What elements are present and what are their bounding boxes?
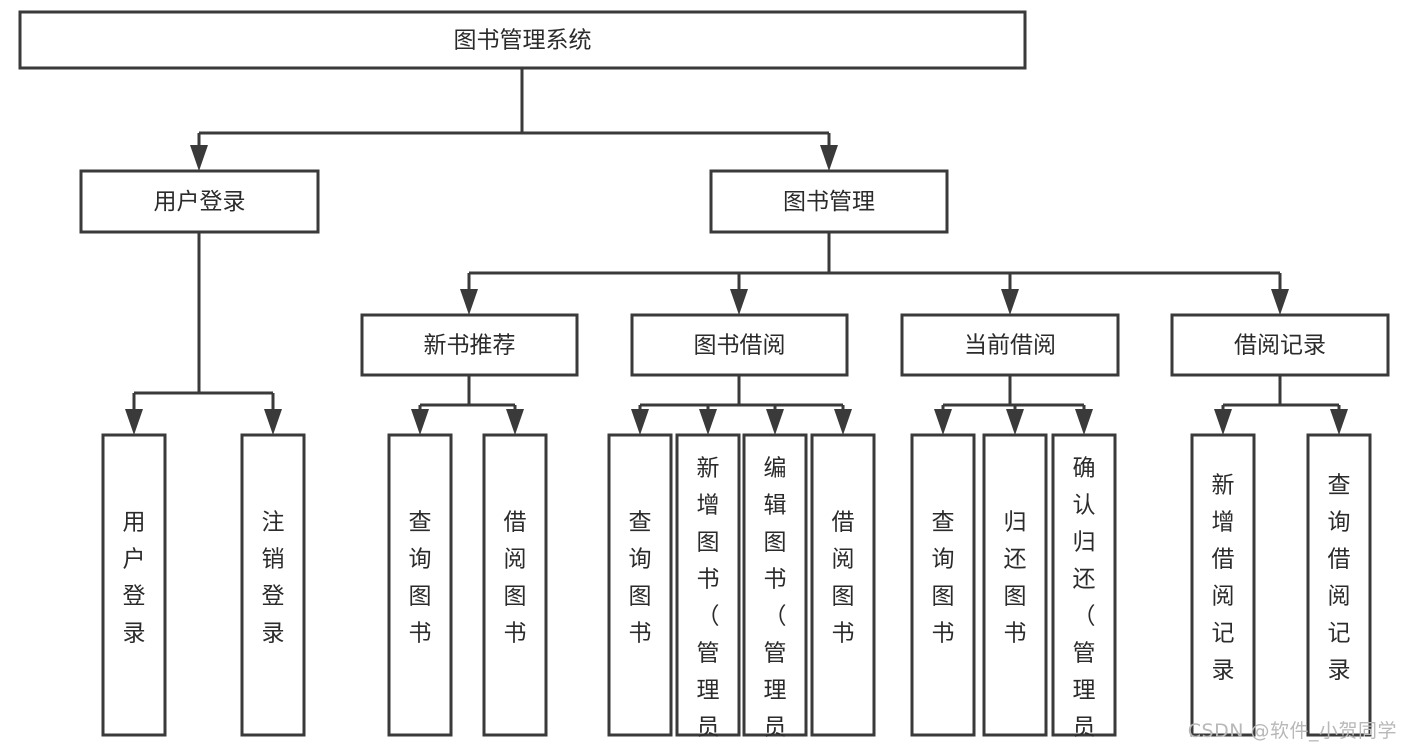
node-label-user-login: 用户登录 [154,189,246,215]
node-leaf-query-record[interactable]: 查询借阅记录 [1306,433,1372,737]
node-label-new-book-rec: 新书推荐 [424,333,516,359]
node-borrow-record[interactable]: 借阅记录 [1170,313,1390,377]
node-label-leaf-return-book: 归还图书 [1004,510,1027,647]
connector-layer [125,68,1348,435]
node-box-leaf-query-book-b[interactable] [607,433,673,737]
node-box-leaf-borrow-book-b[interactable] [810,433,876,737]
node-label-leaf-query-book-rec: 查询图书 [409,510,432,647]
node-leaf-confirm-return[interactable]: 确认归还（管理员） [1051,433,1117,747]
connector-record-to-leaves [1214,375,1348,435]
node-leaf-return-book[interactable]: 归还图书 [982,433,1048,737]
node-leaf-query-book-rec[interactable]: 查询图书 [387,433,453,737]
node-box-leaf-query-record[interactable] [1306,433,1372,737]
node-box-leaf-query-book-c[interactable] [910,433,976,737]
node-leaf-add-book[interactable]: 新增图书（管理员） [675,433,741,747]
node-box-leaf-borrow-book-rec[interactable] [482,433,548,737]
node-label-leaf-add-book: 新增图书（管理员） [697,456,720,747]
node-box-leaf-logout[interactable] [240,433,306,737]
node-box-leaf-return-book[interactable] [982,433,1048,737]
node-label-borrow-record: 借阅记录 [1234,333,1326,359]
node-leaf-edit-book[interactable]: 编辑图书（管理员） [742,433,808,747]
node-leaf-query-book-b[interactable]: 查询图书 [607,433,673,737]
connector-root-to-level2 [190,68,838,171]
node-book-manage[interactable]: 图书管理 [709,169,949,234]
node-label-leaf-query-record: 查询借阅记录 [1328,473,1351,684]
node-box-leaf-query-book-rec[interactable] [387,433,453,737]
node-current-borrow[interactable]: 当前借阅 [900,313,1120,377]
node-box-borrow-record[interactable] [1170,313,1390,377]
node-label-leaf-borrow-book-b: 借阅图书 [832,510,855,647]
node-box-book-manage[interactable] [709,169,949,234]
node-label-leaf-confirm-return: 确认归还（管理员） [1073,456,1096,747]
node-box-book-borrow[interactable] [630,313,849,377]
node-layer: 图书管理系统用户登录图书管理新书推荐图书借阅当前借阅借阅记录用户登录注销登录查询… [18,10,1390,747]
node-label-leaf-query-book-c: 查询图书 [932,510,955,647]
node-label-leaf-query-book-b: 查询图书 [629,510,652,647]
node-box-root[interactable] [18,10,1027,70]
node-box-leaf-add-book[interactable] [675,433,741,737]
connector-current-to-leaves [934,375,1093,435]
connector-userlogin-to-leaves [125,232,282,435]
node-box-new-book-rec[interactable] [360,313,579,377]
node-label-leaf-edit-book: 编辑图书（管理员） [764,456,787,747]
node-leaf-logout[interactable]: 注销登录 [240,433,306,737]
connector-borrow-to-leaves [631,375,852,435]
node-box-leaf-user-login[interactable] [101,433,167,737]
node-box-leaf-add-record[interactable] [1190,433,1256,737]
node-box-current-borrow[interactable] [900,313,1120,377]
node-label-leaf-borrow-book-rec: 借阅图书 [504,510,527,647]
node-leaf-user-login[interactable]: 用户登录 [101,433,167,737]
node-label-book-borrow: 图书借阅 [694,333,786,359]
node-leaf-query-book-c[interactable]: 查询图书 [910,433,976,737]
node-label-leaf-user-login: 用户登录 [123,510,146,647]
node-label-leaf-logout: 注销登录 [262,510,285,647]
node-root[interactable]: 图书管理系统 [18,10,1027,70]
node-label-leaf-add-record: 新增借阅记录 [1212,473,1235,684]
connector-manage-to-level3 [460,232,1289,315]
node-leaf-borrow-book-rec[interactable]: 借阅图书 [482,433,548,737]
node-box-leaf-edit-book[interactable] [742,433,808,737]
node-leaf-add-record[interactable]: 新增借阅记录 [1190,433,1256,737]
node-leaf-borrow-book-b[interactable]: 借阅图书 [810,433,876,737]
node-book-borrow[interactable]: 图书借阅 [630,313,849,377]
node-label-current-borrow: 当前借阅 [964,333,1056,359]
node-user-login[interactable]: 用户登录 [79,169,320,234]
node-box-leaf-confirm-return[interactable] [1051,433,1117,737]
node-box-user-login[interactable] [79,169,320,234]
node-new-book-rec[interactable]: 新书推荐 [360,313,579,377]
connector-newbook-to-leaves [411,375,524,435]
node-label-book-manage: 图书管理 [783,189,875,215]
node-label-root: 图书管理系统 [454,28,592,54]
